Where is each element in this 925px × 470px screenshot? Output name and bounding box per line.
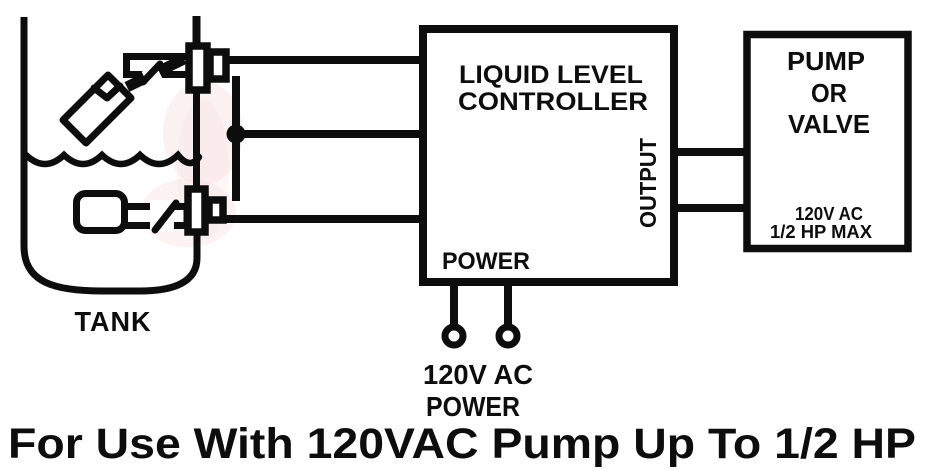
supply-label-line2: POWER [426, 391, 520, 422]
lower-float-hinge-tick [151, 199, 180, 234]
pump-title-line2: OR [811, 78, 847, 108]
upper-float-hinge-tick [139, 60, 164, 86]
controller-output-label: OUTPUT [635, 138, 661, 228]
upper-fitting-nut [206, 48, 230, 83]
caption-text: For Use With 120VAC Pump Up To 1/2 HP [8, 420, 916, 468]
wire-junction-dot [226, 124, 246, 144]
controller-box [419, 25, 678, 286]
tank-outline [20, 17, 201, 295]
pump-rating-line1: 120V AC [795, 204, 863, 224]
pump-valve-box [743, 30, 912, 253]
lower-fitting-body [184, 185, 209, 236]
pump-rating-line2: 1/2 HP MAX [770, 222, 872, 242]
water-surface-waves [22, 150, 203, 168]
upper-float-notch [90, 82, 124, 102]
pump-title-line1: PUMP [787, 46, 865, 76]
controller-power-label: POWER [442, 248, 530, 275]
controller-title-line1: LIQUID LEVEL [459, 61, 643, 89]
power-terminal-right [495, 323, 521, 349]
controller-title-line2: CONTROLLER [458, 88, 648, 116]
upper-fitting-body [185, 42, 211, 94]
power-terminal-left [441, 323, 467, 349]
tank-label: TANK [75, 306, 152, 337]
lower-fitting-nut [205, 196, 227, 224]
pump-title-line3: VALVE [788, 109, 870, 139]
lower-float-body [73, 190, 128, 234]
supply-label-line1: 120V AC [423, 359, 533, 390]
